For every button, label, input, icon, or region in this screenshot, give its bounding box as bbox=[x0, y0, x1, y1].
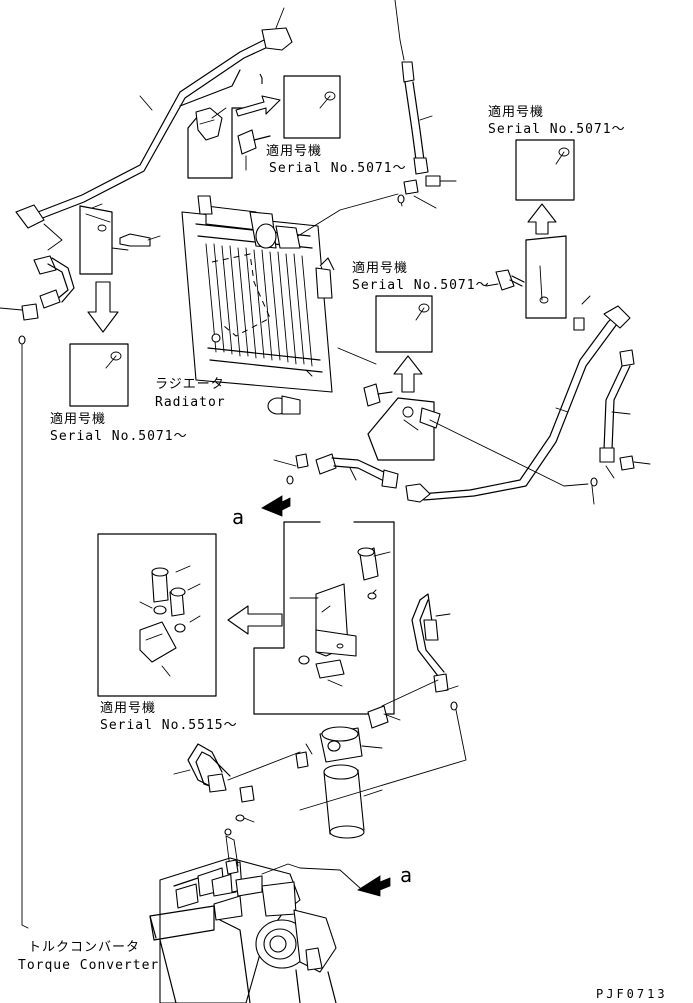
serial-label-5: Serial No.5515～ bbox=[100, 718, 238, 733]
radiator-label-jp: ラジエータ bbox=[155, 377, 225, 392]
left-bracket-group bbox=[43, 203, 161, 275]
u-pipe bbox=[173, 743, 301, 803]
left-hose bbox=[0, 255, 75, 345]
torque-converter bbox=[149, 835, 361, 1003]
detail-box-top bbox=[283, 75, 341, 139]
ref-a-label-lower: a bbox=[400, 863, 412, 887]
drawing-code: PJF0713 bbox=[596, 987, 668, 1001]
top-fittings bbox=[397, 175, 457, 209]
radiator-label-en: Radiator bbox=[155, 395, 226, 410]
right-hose bbox=[590, 349, 651, 505]
ref-arrow-upper bbox=[261, 495, 291, 517]
serial-label-2: Serial No.5071～ bbox=[50, 429, 188, 444]
detail-box-left bbox=[69, 343, 129, 407]
bracket-part bbox=[289, 547, 391, 687]
upper-right-hose bbox=[401, 61, 433, 175]
leader-line-left bbox=[21, 343, 29, 929]
applicable-label-5: 適用号機 bbox=[100, 700, 156, 716]
applicable-label-1: 適用号機 bbox=[266, 143, 322, 159]
detail-box-lower bbox=[97, 533, 217, 697]
right-lower-fittings bbox=[299, 679, 467, 811]
ref-arrow-lower bbox=[357, 875, 391, 897]
middle-clip-group bbox=[363, 383, 441, 461]
center-hose bbox=[273, 453, 399, 489]
leader-radiator-right bbox=[337, 347, 377, 365]
leader-radiator-top bbox=[297, 193, 399, 237]
detail-arrow-lower bbox=[227, 605, 283, 635]
detail-arrow-up-right bbox=[527, 203, 557, 235]
bracket-outline bbox=[253, 521, 395, 715]
detail-arrow-up-middle bbox=[393, 355, 423, 393]
top-clip-group bbox=[179, 69, 271, 179]
radiator bbox=[181, 195, 335, 415]
filter-head bbox=[319, 726, 383, 763]
applicable-label-4: 適用号機 bbox=[352, 260, 408, 276]
serial-label-3: Serial No.5071～ bbox=[488, 122, 626, 137]
detail-arrow-left bbox=[87, 281, 119, 333]
serial-label-4: Serial No.5071～ bbox=[352, 278, 490, 293]
right-bent-pipe bbox=[411, 593, 459, 693]
right-clip-group bbox=[485, 235, 591, 331]
detail-arrow-top bbox=[235, 95, 281, 117]
applicable-label-3: 適用号機 bbox=[488, 104, 544, 120]
lower-cooler-pipe bbox=[405, 305, 631, 503]
applicable-label-2: 適用号機 bbox=[50, 411, 106, 427]
detail-box-right-top bbox=[515, 139, 575, 201]
torque-label-en: Torque Converter bbox=[18, 958, 159, 973]
center-fittings bbox=[224, 743, 313, 841]
serial-label-1: Serial No.5071～ bbox=[269, 161, 407, 176]
torque-label-jp: トルクコンバータ bbox=[28, 940, 140, 955]
filter-canister bbox=[323, 764, 383, 839]
upper-cooler-pipe bbox=[15, 0, 405, 229]
detail-box-middle bbox=[375, 295, 433, 353]
ref-a-label-upper: a bbox=[232, 505, 244, 529]
